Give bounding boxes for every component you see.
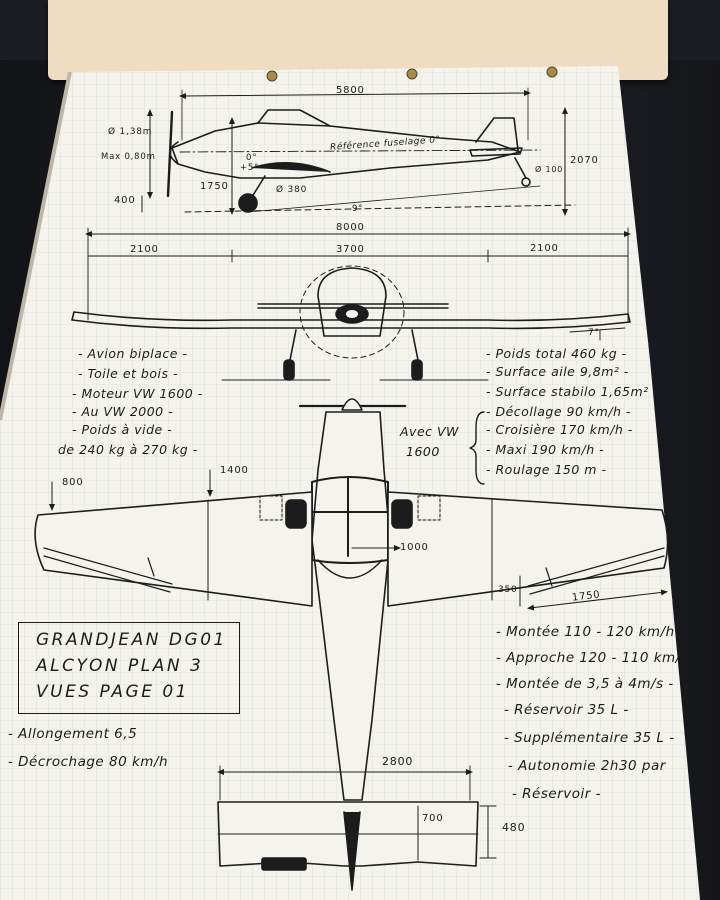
engine-note-2: 1600 <box>406 444 440 459</box>
side-tailwheel-strut <box>514 157 527 179</box>
title-line-2: ALCYON PLAN 3 <box>36 656 204 676</box>
side-fuselage <box>171 122 521 179</box>
paper-edge-shadow <box>0 71 72 421</box>
tail-chord-label: 480 <box>502 821 526 834</box>
spec-left-6: de 240 kg à 270 kg - <box>58 442 198 457</box>
top-wing-left <box>34 491 313 607</box>
aileron-span-dimension <box>527 589 668 611</box>
angle-zero-label: 0° <box>246 153 258 163</box>
length-dimension <box>179 90 531 99</box>
title-box <box>18 622 240 714</box>
side-reference-line <box>179 149 541 153</box>
aileron-left <box>43 547 173 585</box>
side-canopy <box>257 109 331 127</box>
front-view <box>71 227 631 381</box>
rudder <box>343 811 361 891</box>
speed-roll: - Roulage 150 m - <box>486 462 607 477</box>
wing-tip-offset-label: 800 <box>62 477 84 488</box>
ground-clearance-label: 400 <box>114 195 136 206</box>
wing-root-chord-label: 1400 <box>220 465 249 476</box>
center-section-label: 3700 <box>336 244 365 255</box>
speed-max: - Maxi 190 km/h - <box>486 442 605 457</box>
side-ground-angle-line <box>247 185 541 213</box>
engine-note-1: Avec VW <box>400 424 459 439</box>
spec-stall-speed: - Décrochage 80 km/h <box>8 754 169 770</box>
front-gear-right <box>411 329 419 361</box>
speed-cruise: - Croisière 170 km/h - <box>486 422 633 437</box>
front-fuselage <box>317 267 387 337</box>
side-wing-fairing <box>251 162 331 173</box>
spec-right-3: - Surface stabilo 1,65m² - <box>486 384 659 399</box>
binder-ring-left <box>266 70 278 82</box>
prop-diameter-label: Ø 1,38m <box>108 127 153 137</box>
side-fin <box>475 117 519 151</box>
spec-left-5: - Poids à vide - <box>72 422 173 437</box>
dihedral-angle <box>569 327 626 341</box>
outer-wing-left-label: 2100 <box>130 244 159 255</box>
wheel-label: Ø 380 <box>276 185 308 195</box>
front-wing <box>71 311 631 330</box>
angle-plus5-label: +5° <box>240 163 260 173</box>
spec-left-4: - Au VW 2000 - <box>72 404 174 419</box>
spec-aspect-ratio: - Allongement 6,5 <box>8 726 138 742</box>
top-wing-right <box>387 491 669 607</box>
binder-ring-middle <box>406 68 418 80</box>
speed-takeoff: - Décollage 90 km/h - <box>486 404 631 419</box>
perf-tank-note: - Réservoir - <box>512 786 601 802</box>
front-cowling-outline <box>299 265 405 359</box>
cockpit-width-label: 1000 <box>400 542 429 553</box>
length-label: 5800 <box>336 85 365 96</box>
title-line-3: VUES PAGE 01 <box>36 682 189 702</box>
perf-extra-tank: - Supplémentaire 35 L - <box>504 730 675 746</box>
speed-brace <box>469 411 485 485</box>
trim-tab-right <box>545 567 553 587</box>
perf-approach: - Approche 120 - 110 km/h - <box>496 650 700 666</box>
perf-climb-rate: - Montée de 3,5 à 4m/s - <box>496 676 674 692</box>
top-canopy-bubble <box>317 559 383 579</box>
tail-chord-dimension <box>479 805 497 859</box>
side-stabilizer <box>469 147 523 157</box>
top-spinner <box>341 398 363 411</box>
side-ground-line <box>184 204 576 213</box>
gear-height-label: 1750 <box>200 181 229 192</box>
spec-left-1: - Avion biplace - <box>78 346 188 361</box>
front-gear-left <box>289 329 297 361</box>
perf-climb: - Montée 110 - 120 km/h - <box>496 624 685 640</box>
perf-tank: - Réservoir 35 L - <box>504 702 629 718</box>
fuel-tank-left <box>285 499 307 529</box>
spec-left-2: - Toile et bois - <box>78 366 178 381</box>
spec-left-3: - Moteur VW 1600 - <box>72 386 203 401</box>
side-propeller <box>166 110 174 198</box>
fuel-tank-right <box>391 499 413 529</box>
dihedral-label: 7° <box>588 328 600 338</box>
tailwheel-top <box>261 857 307 871</box>
title-line-1: GRANDJEAN DG01 <box>36 630 227 650</box>
wing-fitting-right <box>417 495 441 521</box>
outer-wing-right-label: 2100 <box>530 243 559 254</box>
tailwheel-label: Ø 100 <box>535 165 564 174</box>
front-wheel-right <box>411 359 423 381</box>
height-total-label: 2070 <box>570 155 599 166</box>
trim-tab-left <box>147 557 155 577</box>
span-label: 8000 <box>336 222 365 233</box>
top-view <box>34 398 669 891</box>
side-main-wheel <box>238 193 258 213</box>
spec-right-2: - Surface aile 9,8m² - <box>486 364 629 379</box>
ground-angle-label: 9° <box>352 204 364 214</box>
prop-max-label: Max 0,80m <box>101 152 156 162</box>
wing-fitting-left <box>259 495 283 521</box>
tail-span-label: 2800 <box>382 755 414 768</box>
aileron-chord-label: 350 <box>498 585 518 595</box>
perf-endurance: - Autonomie 2h30 par <box>508 758 666 774</box>
aileron-right <box>527 547 665 587</box>
spec-right-1: - Poids total 460 kg - <box>486 346 627 361</box>
side-view <box>141 87 576 216</box>
binder-ring-right <box>546 66 558 78</box>
elevator-chord-label: 700 <box>422 813 444 824</box>
front-wheel-left <box>283 359 295 381</box>
